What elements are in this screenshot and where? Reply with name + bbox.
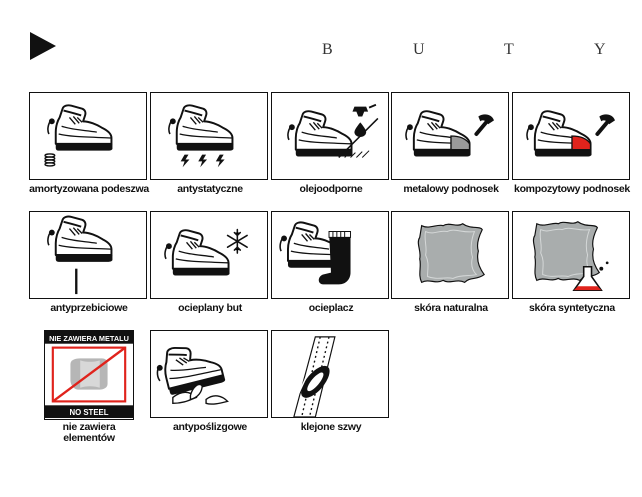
tile-label: skóra syntetyczna	[529, 302, 615, 314]
antistatic-icon	[150, 92, 268, 180]
tile-label: kompozytowy podnosek	[514, 183, 630, 195]
tile-label: olejoodporne	[299, 183, 363, 195]
no-metal-bottom-text: NO STEEL	[69, 408, 108, 417]
tile-label: amortyzowana podeszwa	[29, 183, 149, 195]
no-metal-icon: NIE ZAWIERA METALU NO STEEL	[44, 330, 134, 420]
play-arrow-icon	[30, 32, 56, 60]
tile-label: antyprzebiciowe	[50, 302, 128, 314]
composite-toecap-icon	[512, 92, 630, 180]
tile-label: klejone szwy	[300, 421, 362, 433]
insulated-boot-icon	[150, 211, 268, 299]
oil-resistant-icon	[271, 92, 389, 180]
metal-toecap-icon	[391, 92, 509, 180]
tile-label: ocieplacz	[308, 302, 354, 314]
tile-label: ocieplany but	[178, 302, 242, 314]
tile-label: antystatyczne	[177, 183, 243, 195]
anti-slip-icon	[150, 330, 268, 418]
no-metal-top-text: NIE ZAWIERA METALU	[49, 334, 129, 343]
shock-absorbing-sole-icon	[29, 92, 147, 180]
title-letter-y: Y	[594, 41, 606, 58]
tile-label: metalowy podnosek	[403, 183, 499, 195]
tile-label: nie zawiera elementów	[62, 421, 116, 444]
title-letter-b: B	[322, 41, 333, 58]
title-letter-t: T	[504, 41, 514, 58]
title-letter-u: U	[413, 41, 425, 58]
puncture-resistant-icon	[29, 211, 147, 299]
tile-label: skóra naturalna	[414, 302, 488, 314]
natural-leather-icon	[391, 211, 509, 299]
synthetic-leather-icon	[512, 211, 630, 299]
glued-seams-icon	[271, 330, 389, 418]
tile-label: antypoślizgowe	[173, 421, 247, 433]
warm-liner-icon	[271, 211, 389, 299]
